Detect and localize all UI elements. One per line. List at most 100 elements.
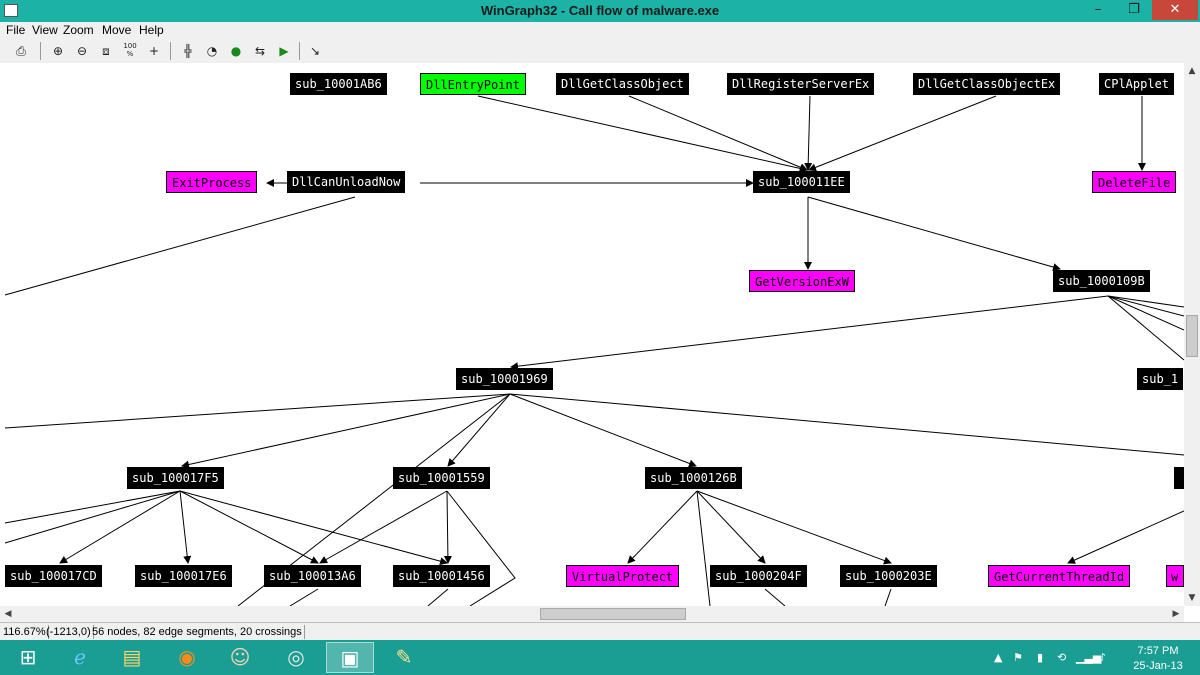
- menu-file[interactable]: File: [6, 23, 26, 37]
- graph-node-api[interactable]: w: [1166, 565, 1184, 587]
- app-icon[interactable]: [4, 4, 18, 17]
- internet-explorer-icon[interactable]: ℯ: [74, 645, 86, 669]
- battery-icon[interactable]: ▮: [1037, 651, 1044, 664]
- swap-icon[interactable]: ⇆: [254, 44, 266, 58]
- menu-help[interactable]: Help: [139, 23, 164, 37]
- wingraph-icon[interactable]: ▣: [326, 642, 374, 673]
- menu-zoom[interactable]: Zoom: [63, 23, 94, 37]
- toolbar-separator: [170, 42, 171, 60]
- graph-node-api[interactable]: GetVersionExW: [749, 270, 855, 292]
- graph-node[interactable]: DllRegisterServerEx: [727, 73, 875, 95]
- status-zoom: 116.67%: [1, 625, 49, 639]
- start-icon[interactable]: ⊞: [19, 645, 37, 669]
- graph-edge: [59, 490, 181, 564]
- graph-edge: [4, 490, 181, 524]
- graph-node-entry[interactable]: DllEntryPoint: [420, 73, 526, 95]
- forward-icon[interactable]: ▶: [279, 44, 289, 58]
- minimize-button[interactable]: –: [1094, 2, 1102, 17]
- rotate-icon[interactable]: ◔: [206, 44, 218, 58]
- printer-icon[interactable]: ⎙: [16, 44, 26, 58]
- graph-edge: [4, 393, 511, 429]
- menu-bar: File View Zoom Move Help: [0, 22, 1200, 39]
- graph-edge: [884, 588, 892, 606]
- zoom-in-icon[interactable]: ⊕: [52, 44, 64, 58]
- scroll-up-icon[interactable]: ▲: [1188, 66, 1196, 76]
- graph-edge: [289, 588, 319, 606]
- firefox-icon[interactable]: ◉: [178, 645, 196, 669]
- graph-edge: [696, 490, 892, 565]
- photo-icon[interactable]: ☺: [229, 645, 251, 669]
- graph-node[interactable]: sub_100013A6: [264, 565, 361, 587]
- scroll-right-icon[interactable]: ▶: [1172, 609, 1180, 619]
- sync-icon[interactable]: ⟲: [1057, 651, 1067, 664]
- clock-date[interactable]: 25-Jan-13: [1133, 660, 1183, 672]
- graph-node[interactable]: sub_100017F5: [127, 467, 224, 489]
- maximize-button[interactable]: ❐: [1128, 2, 1140, 17]
- graph-node[interactable]: sub_1000203E: [840, 565, 937, 587]
- graph-node[interactable]: DllGetClassObjectEx: [913, 73, 1061, 95]
- graph-node[interactable]: sub_100017E6: [135, 565, 232, 587]
- graph-edge: [179, 490, 319, 564]
- graph-edge: [807, 196, 1061, 271]
- close-button[interactable]: ✕: [1152, 0, 1198, 20]
- graph-node[interactable]: sub_10001559: [393, 467, 490, 489]
- flag-icon[interactable]: ⚑: [1013, 651, 1023, 664]
- status-coords: (-1213,0): [44, 625, 94, 639]
- clock-time[interactable]: 7:57 PM: [1137, 645, 1179, 657]
- graph-edge: [509, 393, 697, 468]
- title-bar[interactable]: [0, 0, 1200, 22]
- paint-icon[interactable]: ✎: [395, 645, 413, 669]
- file-explorer-icon[interactable]: ▤: [122, 645, 142, 669]
- fit-window-icon[interactable]: ⧈: [102, 44, 110, 58]
- graph-edge: [4, 490, 181, 544]
- graph-edge: [447, 393, 511, 467]
- network-icon[interactable]: ▁▃▅: [1076, 651, 1102, 664]
- center-icon[interactable]: +: [148, 44, 160, 58]
- graph-node[interactable]: sub_1000109B: [1053, 270, 1150, 292]
- menu-move[interactable]: Move: [102, 23, 132, 37]
- status-summary: 56 nodes, 82 edge segments, 20 crossings: [90, 625, 305, 639]
- cursor-icon[interactable]: ↘: [309, 44, 321, 58]
- graph-edge: [627, 490, 698, 564]
- scroll-down-icon[interactable]: ▼: [1188, 593, 1196, 603]
- graph-node[interactable]: DllGetClassObject: [556, 73, 689, 95]
- graph-edge: [427, 588, 449, 606]
- circle-icon[interactable]: ●: [230, 44, 242, 58]
- graph-node[interactable]: DllCanUnloadNow: [287, 171, 406, 193]
- tray-arrow-icon[interactable]: ▲: [994, 651, 1003, 664]
- zoom-out-icon[interactable]: ⊖: [76, 44, 88, 58]
- vertical-scroll-thumb[interactable]: [1186, 315, 1198, 357]
- graph-edge: [696, 490, 766, 564]
- scroll-left-icon[interactable]: ◀: [4, 609, 12, 619]
- graph-edge: [443, 490, 452, 564]
- graph-node[interactable]: sub_10001456: [393, 565, 490, 587]
- graph-edge: [477, 95, 808, 173]
- graph-edges: [4, 95, 1184, 606]
- graph-node-api[interactable]: DeleteFile: [1092, 171, 1177, 193]
- layout-icon[interactable]: ╬: [184, 44, 192, 58]
- graph-node[interactable]: sub_1000204F: [710, 565, 807, 587]
- graph-node[interactable]: sub_10001969: [456, 368, 553, 390]
- chrome-icon[interactable]: ◎: [287, 645, 305, 669]
- graph-node[interactable]: sub_1000126B: [645, 467, 742, 489]
- graph-node[interactable]: sub_100011EE: [753, 171, 850, 193]
- menu-view[interactable]: View: [32, 23, 58, 37]
- graph-node[interactable]: [1174, 467, 1184, 489]
- graph-node-api[interactable]: VirtualProtect: [566, 565, 680, 587]
- graph-node-api[interactable]: GetCurrentThreadId: [988, 565, 1131, 587]
- graph-node[interactable]: sub_1: [1137, 368, 1184, 390]
- zoom-100-icon[interactable]: 100 %: [123, 42, 137, 58]
- horizontal-scroll-thumb[interactable]: [540, 608, 686, 620]
- graph-edge: [1107, 295, 1184, 317]
- graph-edge: [181, 393, 511, 469]
- taskbar: ⊞ ℯ ▤ ◉ ☺ ◎ ▣ ✎ ▲ ⚑ ▮ ⟲ ▁▃▅ ♪ 7:57 PM 25…: [0, 640, 1200, 675]
- graph-edge: [808, 95, 997, 172]
- graph-node[interactable]: sub_10001AB6: [290, 73, 387, 95]
- graph-canvas[interactable]: sub_10001AB6 DllEntryPoint DllGetClassOb…: [0, 63, 1184, 606]
- toolbar-separator: [40, 42, 41, 60]
- graph-node[interactable]: sub_100017CD: [5, 565, 102, 587]
- volume-icon[interactable]: ♪: [1099, 651, 1107, 664]
- graph-edge: [764, 588, 786, 606]
- graph-node-api[interactable]: ExitProcess: [166, 171, 258, 193]
- graph-node[interactable]: CPlApplet: [1099, 73, 1175, 95]
